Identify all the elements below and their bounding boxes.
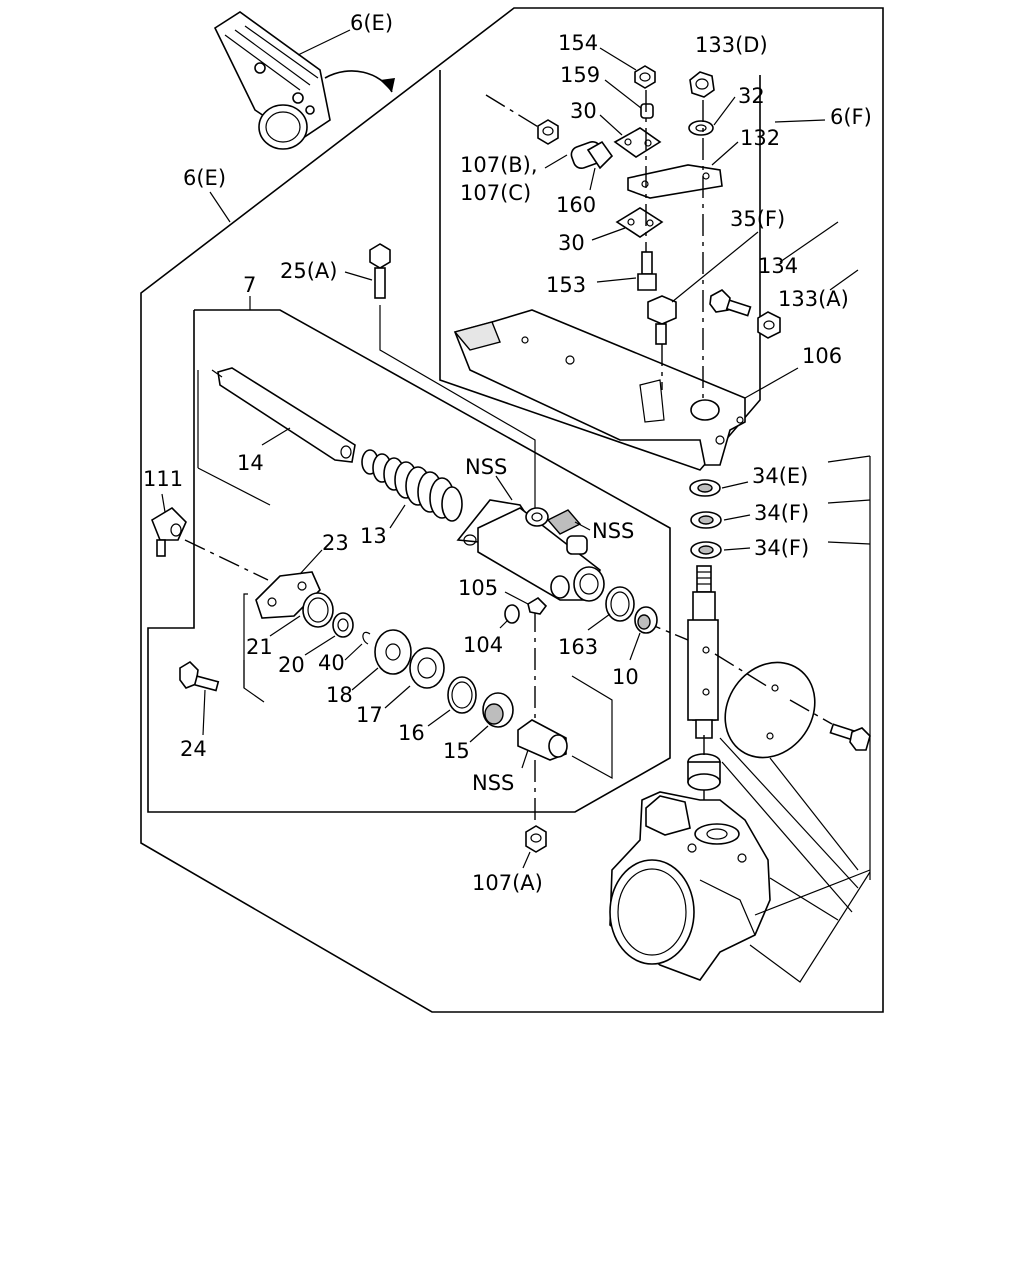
callout-154: 154 [558, 31, 598, 55]
nut-133d [689, 71, 715, 98]
callout-7: 7 [243, 273, 256, 297]
snap-ring-40 [362, 631, 371, 645]
callout-14: 14 [237, 451, 264, 475]
bracket-106 [453, 309, 746, 466]
inset-arrow-head [380, 78, 395, 92]
callout-nss-3: NSS [472, 771, 514, 795]
lever-bolt [829, 723, 871, 751]
callout-24: 24 [180, 737, 207, 761]
bolt-35f [647, 295, 677, 345]
bracket-group-outline [439, 70, 761, 471]
callout-133d: 133(D) [695, 33, 768, 57]
push-rod-14 [211, 367, 356, 463]
callout-106: 106 [802, 344, 842, 368]
housing [609, 791, 771, 981]
shift-shaft [687, 565, 719, 739]
bushing-10 [634, 606, 658, 634]
callout-16: 16 [398, 721, 425, 745]
spacer-160 [570, 140, 614, 170]
callout-23: 23 [322, 531, 349, 555]
plate-23 [255, 571, 321, 619]
callout-25a: 25(A) [280, 259, 337, 283]
callout-159: 159 [560, 63, 600, 87]
callout-18: 18 [326, 683, 353, 707]
callout-160: 160 [556, 193, 596, 217]
callout-153: 153 [546, 273, 586, 297]
plate-30-upper [613, 127, 662, 158]
bolt-153 [637, 251, 657, 291]
nut-154 [634, 65, 656, 89]
callout-6f: 6(F) [830, 105, 872, 129]
callout-21: 21 [246, 635, 273, 659]
callout-34f-1: 34(F) [754, 501, 809, 525]
shaft-bushing [687, 753, 721, 791]
bleeder-screw-105 [527, 596, 548, 615]
callout-15: 15 [443, 739, 470, 763]
plate-132 [627, 164, 723, 199]
assembly-outline-frame [140, 7, 884, 1013]
pin-nss [517, 719, 568, 761]
bolt-25a [369, 243, 391, 299]
callout-134: 134 [758, 254, 798, 278]
callout-nss-2: NSS [592, 519, 634, 543]
washer-32 [688, 120, 714, 136]
subassembly-7-outline [147, 309, 671, 813]
inset-assembly-drawing [213, 11, 395, 150]
bolt-134 [709, 289, 752, 317]
nut-159 [640, 103, 654, 119]
callout-132: 132 [740, 126, 780, 150]
callout-105: 105 [458, 576, 498, 600]
callout-nss-1: NSS [465, 455, 507, 479]
callout-40: 40 [318, 651, 345, 675]
callout-107b: 107(B), [460, 153, 538, 177]
callout-30-lower: 30 [558, 231, 585, 255]
washer-18 [374, 629, 412, 675]
nut-107b [537, 119, 559, 145]
nut-133a [757, 311, 781, 339]
cylinder-body [456, 499, 605, 602]
callout-34f-2: 34(F) [754, 536, 809, 560]
piston-cup-20 [332, 612, 354, 638]
callout-20: 20 [278, 653, 305, 677]
callout-133a: 133(A) [778, 287, 849, 311]
cup-15 [482, 692, 514, 728]
bleeder-fitting-111 [151, 506, 187, 557]
callout-111: 111 [143, 467, 183, 491]
callout-30-upper: 30 [570, 99, 597, 123]
bolt-24 [179, 660, 220, 692]
callout-107a: 107(A) [472, 871, 543, 895]
callout-32: 32 [738, 84, 765, 108]
callout-34e: 34(E) [752, 464, 808, 488]
callout-17: 17 [356, 703, 383, 727]
callout-6e-frame: 6(E) [183, 166, 226, 190]
plate-30-lower [615, 207, 664, 238]
callout-104: 104 [463, 633, 503, 657]
nut-107a [525, 825, 547, 853]
spacer-17 [409, 647, 445, 689]
callout-13: 13 [360, 524, 387, 548]
lever-plate [724, 661, 816, 759]
callout-163: 163 [558, 635, 598, 659]
callout-6e-inset: 6(E) [350, 11, 393, 35]
cap-104 [504, 604, 520, 624]
callout-10: 10 [612, 665, 639, 689]
callout-107c: 107(C) [460, 181, 531, 205]
callout-35f: 35(F) [730, 207, 785, 231]
boot-13 [361, 449, 463, 522]
